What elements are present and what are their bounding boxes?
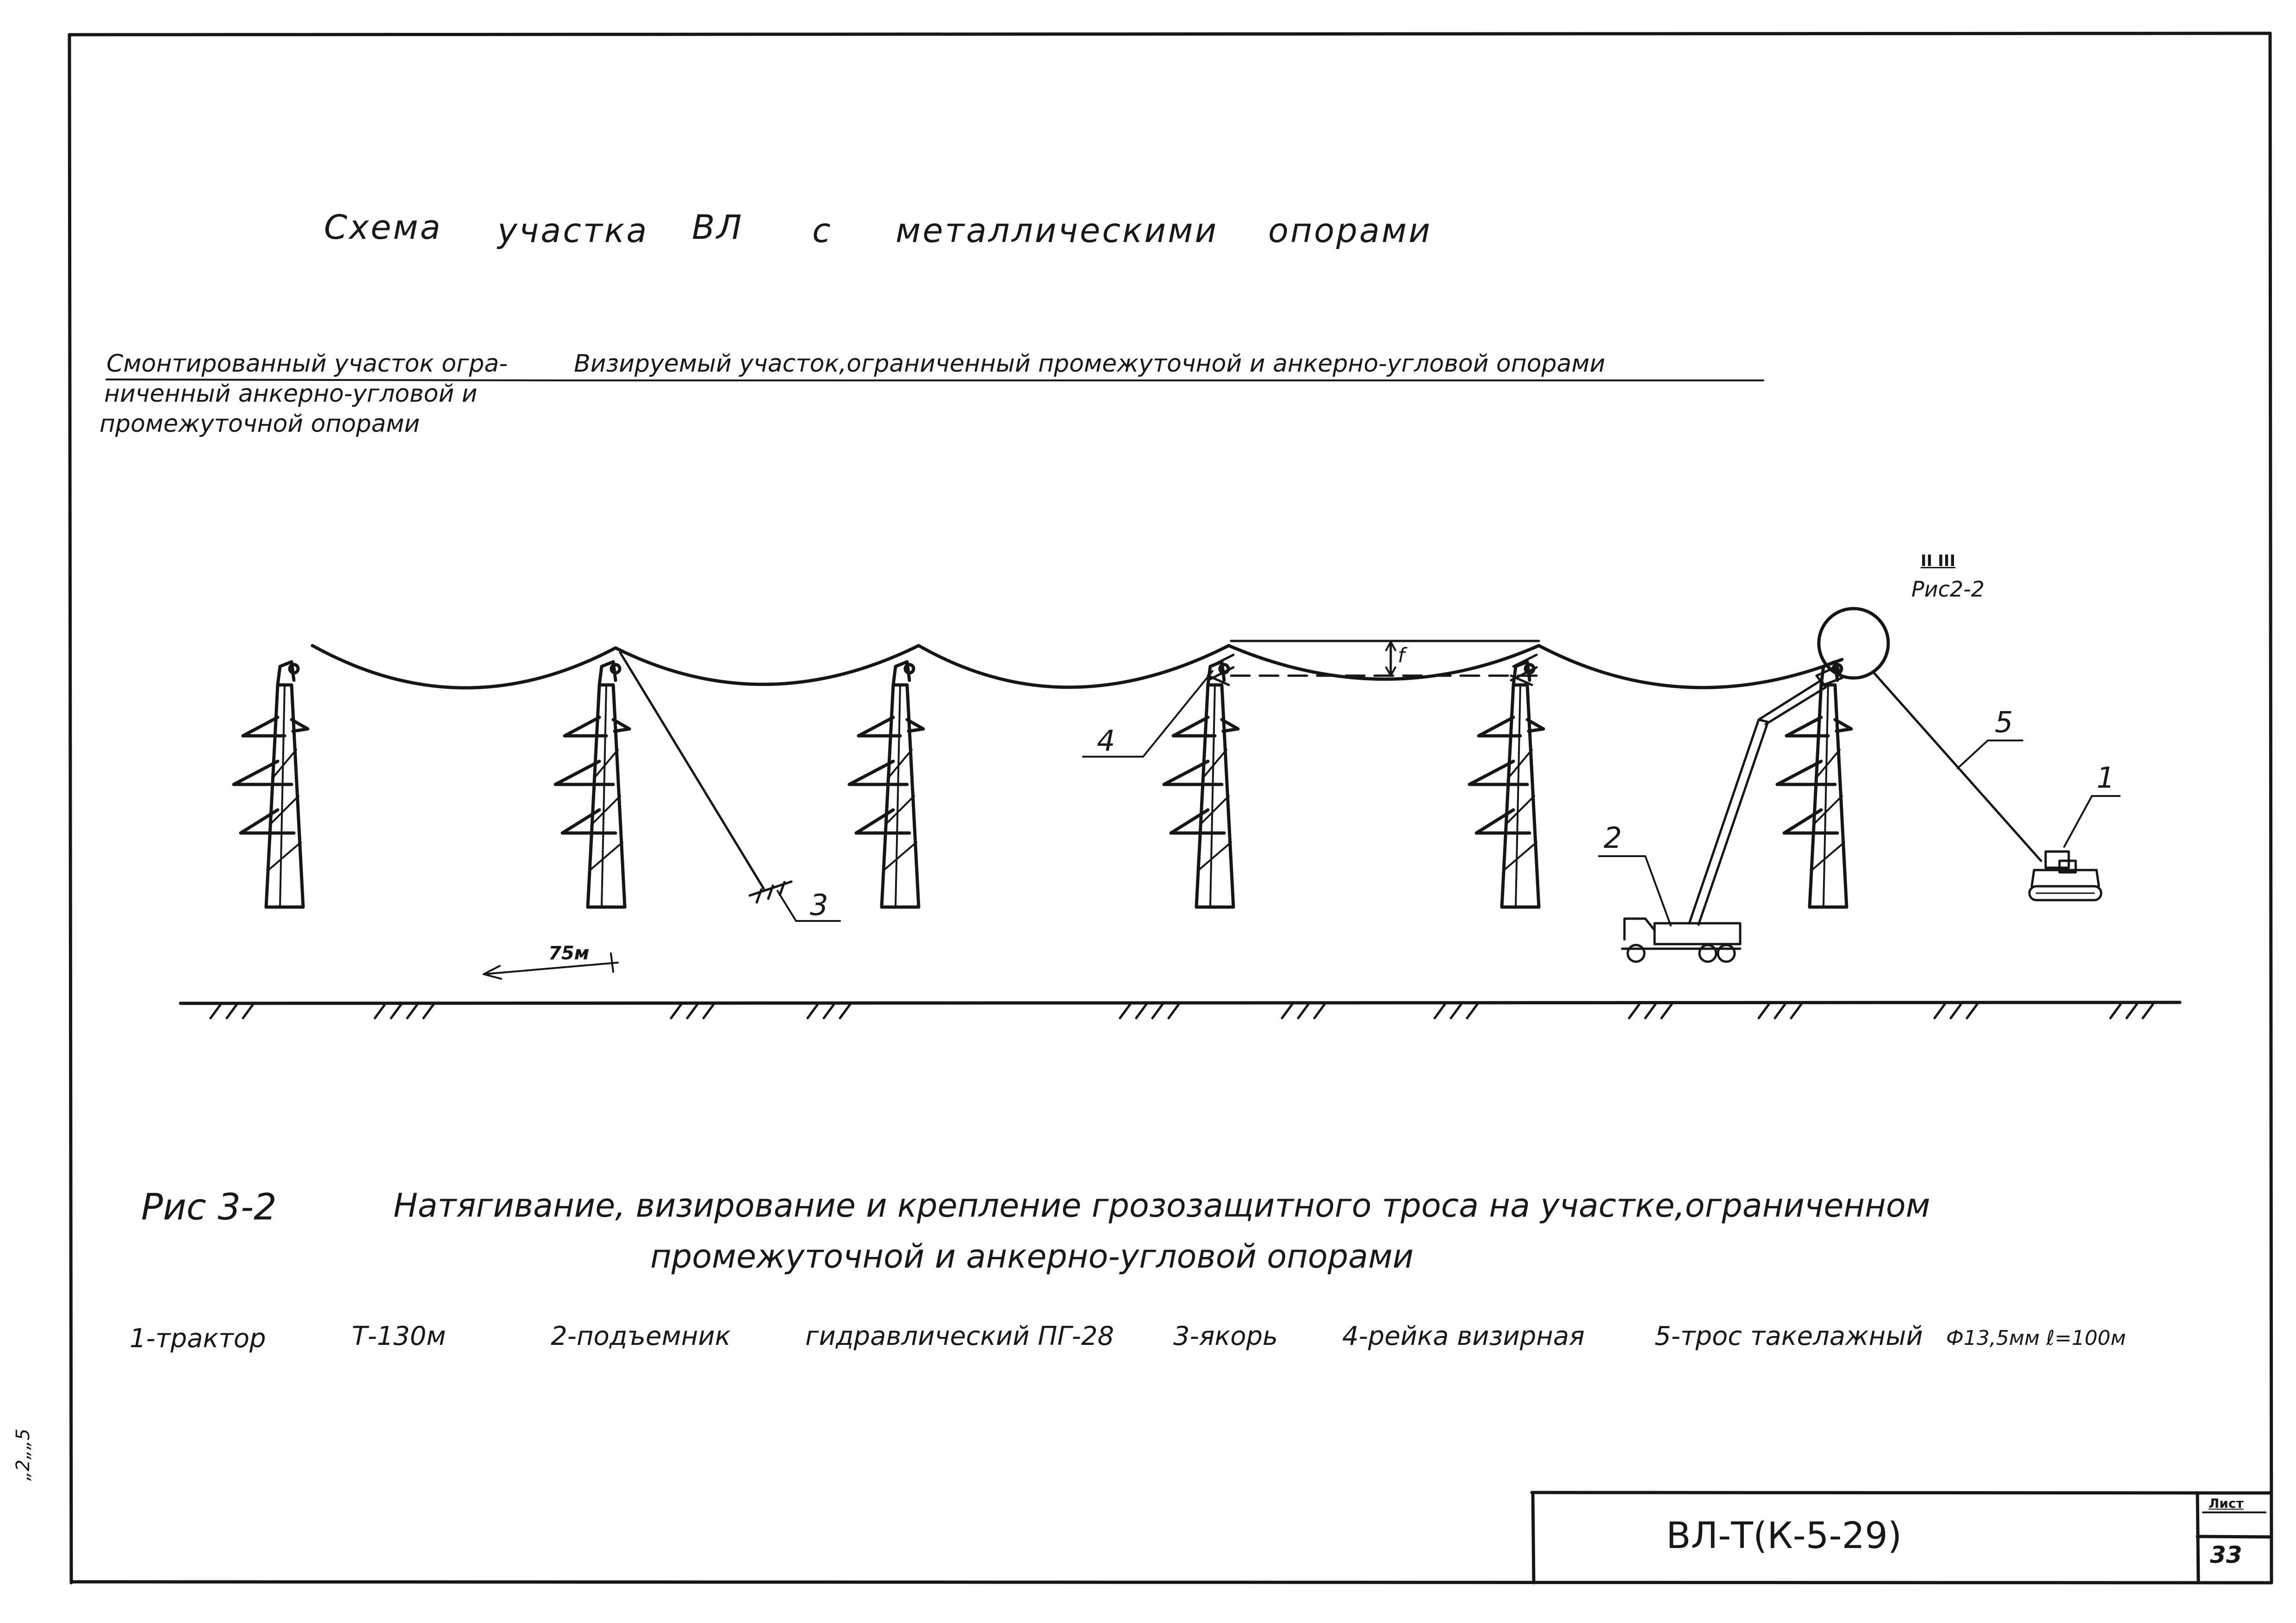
tractor-1: [2028, 850, 2103, 902]
title-block: [1530, 1491, 2272, 1585]
title-word-3: ВЛ: [692, 208, 744, 247]
marker-3: 3: [810, 888, 828, 922]
section-right-line-1: Визируемый участок,ограниченный промежут…: [574, 350, 1605, 378]
tower-4: [1164, 662, 1238, 907]
ground-line: [179, 1001, 2182, 1020]
lift-truck-2: [1621, 665, 1843, 963]
drawing-code: ВЛ-Т(К-5-29): [1666, 1515, 1902, 1557]
section-left-underline: [106, 379, 563, 381]
leader-5: [1957, 740, 1989, 769]
legend-item-3: 2-подъемник: [551, 1321, 731, 1351]
sheet-number: 33: [2210, 1542, 2242, 1568]
legend-item-8: Ф13,5мм ℓ=100м: [1946, 1326, 2126, 1350]
detail-ref: II III: [1921, 552, 1956, 570]
anchor-rope: [619, 651, 765, 890]
marker-4: 4: [1097, 724, 1115, 758]
tower-5: [1469, 662, 1543, 907]
legend-item-1: 1-трактор: [130, 1324, 266, 1354]
anchor-3-symbol: [748, 880, 793, 904]
section-left-line-1: Смонтированный участок огра-: [106, 350, 508, 378]
sighting-rod-tower-5: [1510, 653, 1538, 686]
leader-2: [1644, 855, 1672, 927]
detail-circle: [1817, 607, 1890, 680]
marker-1: 1: [2097, 761, 2115, 795]
sighting-rod-tower-4: [1207, 653, 1235, 686]
tower-2: [555, 662, 629, 907]
tower-1: [234, 662, 308, 907]
drawing-frame: [68, 31, 2273, 1585]
title-word-2: участка: [498, 211, 649, 250]
marker-2: 2: [1604, 821, 1622, 855]
caption-line-1: Натягивание, визирование и крепление гро…: [393, 1187, 1930, 1225]
tower-3: [849, 662, 923, 907]
title-word-6: опорами: [1268, 211, 1432, 250]
legend-item-6: 4-рейка визирная: [1342, 1321, 1585, 1351]
legend-item-2: Т-130м: [352, 1321, 446, 1351]
legend-item-4: гидравлический ПГ-28: [805, 1321, 1114, 1351]
sheet-label: Лист: [2209, 1496, 2244, 1511]
section-left-line-3: промежуточной опорами: [100, 410, 420, 438]
span-label: 75м: [548, 943, 590, 964]
leader-4: [1142, 670, 1213, 758]
sag-label: f: [1398, 644, 1405, 667]
title-word-1: Схема: [324, 208, 442, 247]
span-dimension: [483, 952, 619, 980]
title-word-4: с: [812, 211, 833, 250]
tower-6-anchor: [1777, 662, 1851, 907]
legend-item-7: 5-трос такелажный: [1655, 1321, 1923, 1351]
legend-item-5: 3-якорь: [1173, 1321, 1278, 1351]
caption-line-2: промежуточной и анкерно-угловой опорами: [650, 1237, 1414, 1275]
leader-3: [777, 890, 797, 922]
section-left-line-2: ниченный анкерно-угловой и: [104, 380, 478, 408]
leader-1: [2063, 795, 2093, 848]
title-word-5: металлическими: [896, 211, 1219, 250]
caption-number: Рис 3-2: [141, 1187, 277, 1228]
ground-wire: [311, 644, 1844, 690]
margin-note: „2„„5: [12, 1428, 34, 1481]
marker-5: 5: [1995, 705, 2013, 739]
detail-figure-ref: Рис2-2: [1911, 577, 1985, 602]
